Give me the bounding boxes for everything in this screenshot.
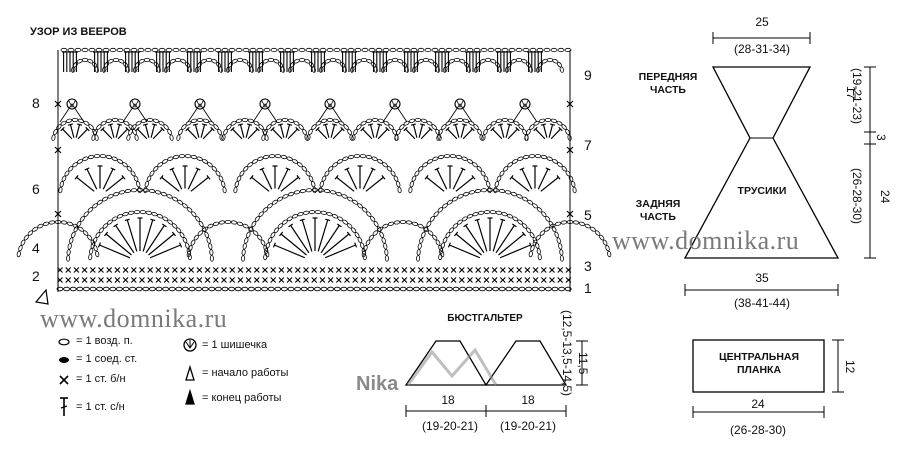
- single-crochet-rows: [57, 267, 572, 283]
- legend-label-end: = конец работы: [202, 392, 282, 404]
- back-height-sizes: (26-28-30): [850, 168, 864, 225]
- top-edging-rows: [54, 47, 574, 218]
- legend-label-chain: = 1 возд. п.: [76, 335, 133, 347]
- bra-cup-width-right: 18: [521, 393, 535, 407]
- bra-cup-sizes-right: (19-20-21): [499, 419, 557, 433]
- row-number-9: 9: [584, 67, 592, 83]
- front-part-label-2: ЧАСТЬ: [650, 84, 686, 96]
- bottom-width-sizes: (38-41-44): [733, 296, 791, 310]
- back-part-label-2: ЧАСТЬ: [640, 211, 676, 223]
- end-arrow-icon: [185, 388, 195, 405]
- legend-label-start: = начало работы: [202, 367, 289, 379]
- top-width-value: 25: [755, 15, 769, 29]
- row-number-8: 8: [32, 95, 40, 111]
- bottom-width-value: 35: [755, 271, 769, 285]
- front-part-label-1: ПЕРЕДНЯЯ: [638, 71, 698, 83]
- bra-height-sizes: (12,5-13,5-14,5): [560, 310, 574, 397]
- chart-title: УЗОР ИЗ ВЕЕРОВ: [30, 26, 127, 38]
- watermark-left: www.domnika.ru: [40, 304, 228, 333]
- top-width-sizes: (28-31-34): [733, 42, 791, 56]
- foundation-chain-row: [56, 286, 572, 292]
- strip-outline: [692, 339, 825, 393]
- panties-center-label: ТРУСИКИ: [737, 185, 787, 197]
- start-arrow-icon: [185, 364, 195, 381]
- double-crochet-icon: [60, 397, 68, 416]
- strip-label-2: ПЛАНКА: [736, 364, 782, 376]
- bobble-icon: [183, 338, 197, 352]
- single-crochet-icon: [59, 375, 69, 385]
- nika-logo: [406, 347, 498, 386]
- middle-height-value: 3: [874, 134, 888, 141]
- bra-height-value: 11,5: [576, 352, 590, 375]
- watermark-right: www.domnika.ru: [612, 226, 800, 255]
- row-number-5: 5: [584, 207, 592, 223]
- bra-cup-right: [484, 340, 568, 386]
- nika-logo-text: Nika: [356, 373, 399, 395]
- bra-cup-width-left: 18: [441, 393, 455, 407]
- row-number-7: 7: [584, 137, 592, 153]
- legend-label-single-crochet: = 1 ст. б/н: [76, 373, 126, 385]
- legend-label-double-crochet: = 1 ст. с/н: [76, 401, 125, 413]
- bra-cup-left: [404, 340, 488, 386]
- start-arrow-icon: [34, 288, 49, 305]
- bra-label: БЮСТГАЛЬТЕР: [447, 313, 523, 324]
- bra-cup-sizes-left: (19-20-21): [421, 419, 479, 433]
- strip-label-1: ЦЕНТРАЛЬНАЯ: [718, 351, 800, 363]
- legend-label-bobble: = 1 шишечка: [202, 339, 268, 351]
- strip-height-value: 12: [843, 360, 857, 374]
- strip-width-value: 24: [751, 397, 765, 411]
- legend-label-slip-stitch: = 1 соед. ст.: [76, 353, 138, 365]
- row-number-2: 2: [32, 268, 40, 284]
- stitch-chart: [16, 47, 612, 305]
- fan-arches: [16, 118, 612, 262]
- legend-symbols: [58, 338, 197, 416]
- row-number-1: 1: [584, 280, 592, 296]
- slip-stitch-icon: [59, 357, 69, 363]
- row-number-3: 3: [584, 258, 592, 274]
- panties-schematic: [683, 32, 876, 296]
- bra-schematic: [404, 340, 588, 417]
- strip-width-sizes: (26-28-30): [729, 423, 787, 437]
- row-number-4: 4: [32, 240, 40, 256]
- row-number-6: 6: [32, 181, 40, 197]
- strip-schematic: [692, 339, 844, 418]
- chain-icon: [58, 338, 70, 346]
- back-part-label-1: ЗАДНЯЯ: [635, 198, 681, 210]
- back-height-value: 24: [878, 190, 892, 204]
- front-height-sizes: (19-21-23): [850, 68, 864, 125]
